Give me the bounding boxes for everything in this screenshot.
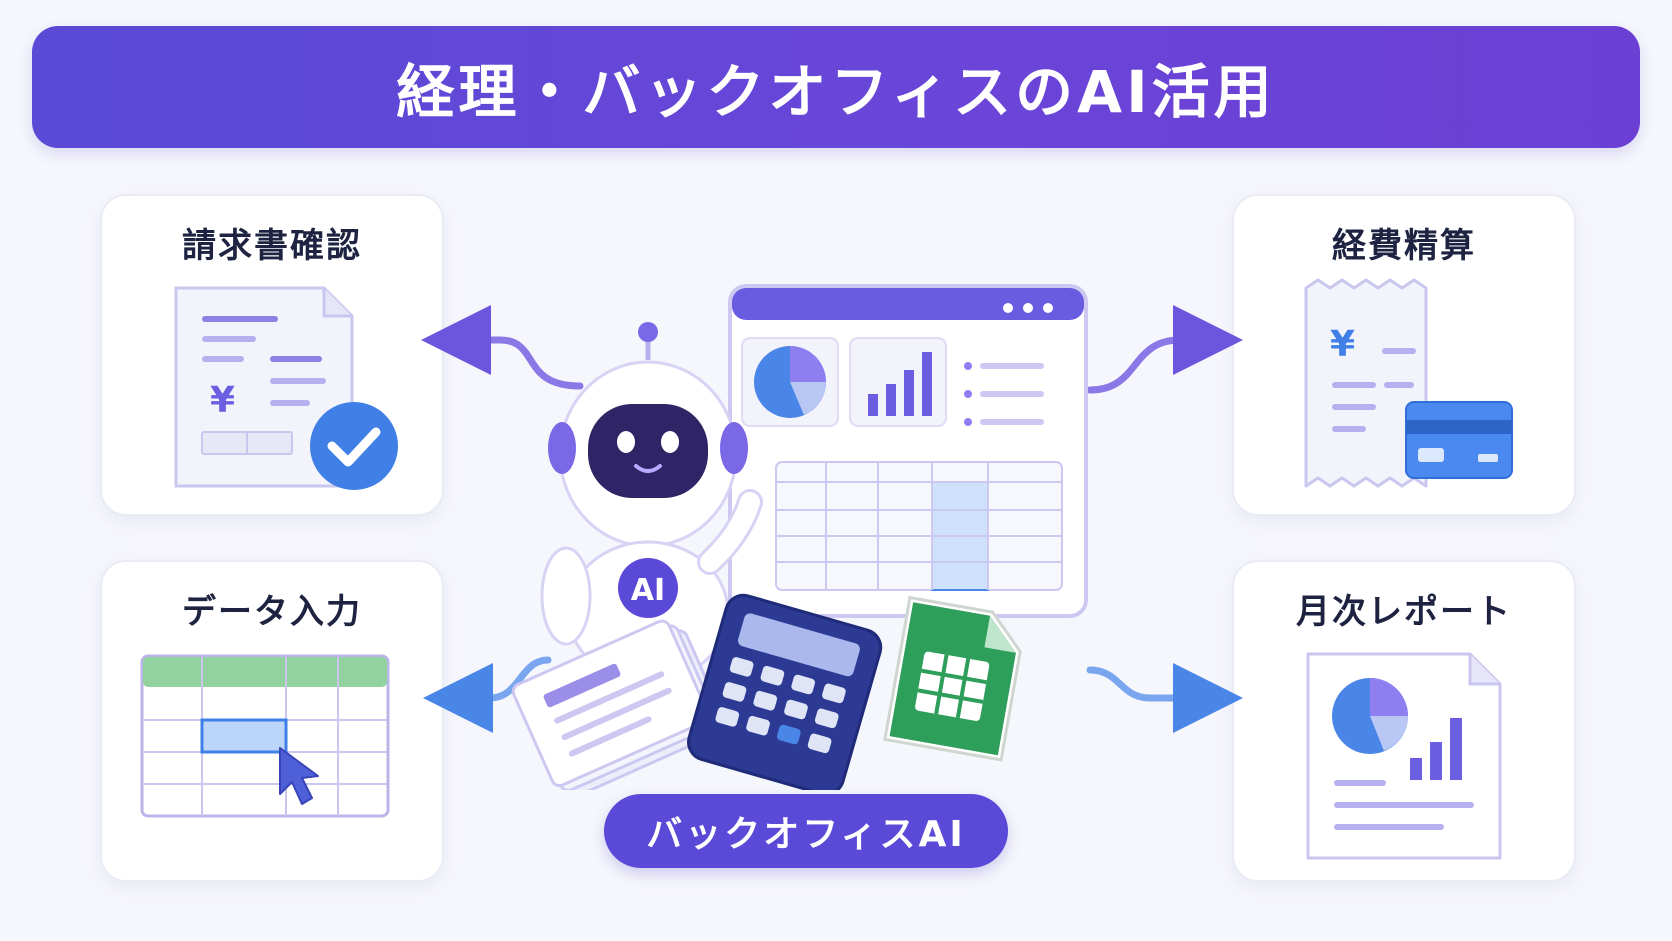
invoice-illustration: ¥ <box>174 286 398 490</box>
calculator-icon <box>687 593 883 790</box>
spreadsheet-file-icon <box>883 595 1022 762</box>
card-invoice-check: 請求書確認 ¥ <box>100 194 444 516</box>
pie-chart-icon <box>1332 678 1408 754</box>
bar-chart-icon <box>1410 718 1462 780</box>
card-invoice-check-title: 請求書確認 <box>182 226 362 266</box>
data-entry-illustration <box>140 654 390 818</box>
check-icon <box>310 402 398 490</box>
card-monthly-report: 月次レポート <box>1232 560 1576 882</box>
card-data-entry: データ入力 <box>100 560 444 882</box>
receipt-icon <box>1304 278 1428 488</box>
dashboard-window-icon <box>728 284 1088 618</box>
title-banner: 経理・バックオフィスのAI活用 <box>32 26 1640 148</box>
yen-symbol: ¥ <box>210 380 235 421</box>
backoffice-ai-label-text: バックオフィスAI <box>646 814 966 855</box>
backoffice-ai-illustration: AI <box>511 284 1088 790</box>
credit-card-icon <box>1405 401 1513 479</box>
cursor-icon <box>279 747 319 805</box>
spreadsheet-icon <box>140 654 390 818</box>
expense-illustration: ¥ <box>1304 278 1513 488</box>
card-monthly-report-title: 月次レポート <box>1296 592 1512 632</box>
paper-stack-icon <box>511 619 728 790</box>
card-expense-settlement-title: 経費精算 <box>1332 226 1476 266</box>
robot-ai-badge: AI <box>631 573 665 608</box>
yen-symbol: ¥ <box>1330 324 1355 365</box>
report-document-icon <box>1306 652 1502 860</box>
backoffice-ai-label: バックオフィスAI <box>604 794 1008 868</box>
card-data-entry-title: データ入力 <box>182 592 362 632</box>
invoice-document-icon <box>174 286 354 488</box>
monthly-report-illustration <box>1306 652 1502 860</box>
page-title: 経理・バックオフィスのAI活用 <box>396 58 1276 126</box>
card-expense-settlement: 経費精算 ¥ <box>1232 194 1576 516</box>
